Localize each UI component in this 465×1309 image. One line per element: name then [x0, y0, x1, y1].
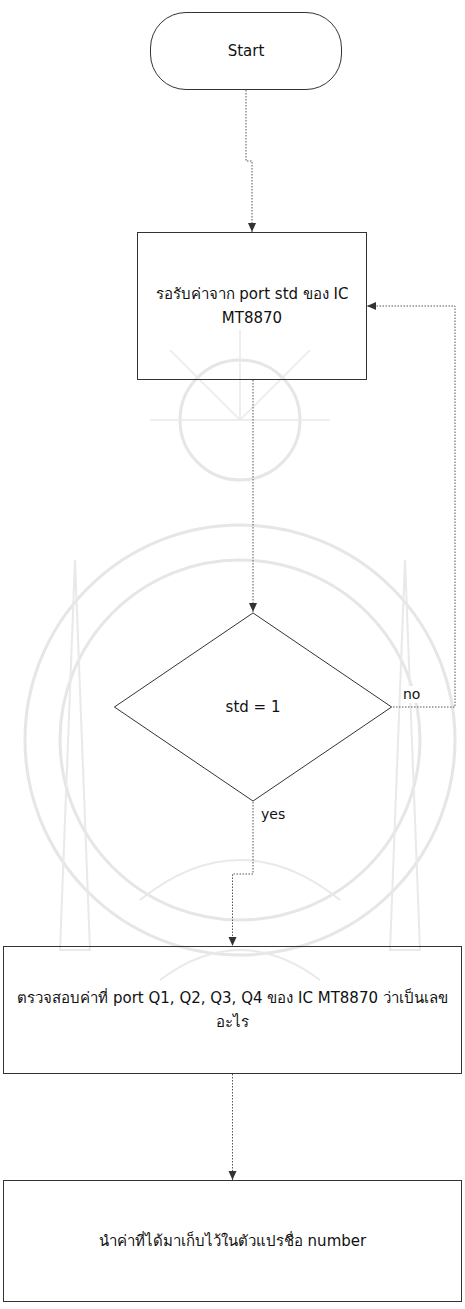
process-box: รอรับค่าจาก port std ของ IC MT8870 — [137, 232, 367, 380]
flow-connector — [253, 380, 254, 612]
node-text: รอรับค่าจาก port std ของ IC MT8870 — [138, 282, 366, 330]
decision-diamond: std = 1 — [113, 612, 393, 802]
node-text: ตรวจสอบค่าที่ port Q1, Q2, Q3, Q4 ของ IC… — [4, 986, 461, 1034]
edge-label: no — [401, 686, 422, 703]
process-box: ตรวจสอบค่าที่ port Q1, Q2, Q3, Q4 ของ IC… — [3, 946, 462, 1074]
node-text: นำค่าที่ได้มาเก็บไว้ในตัวแปรชื่อ number — [91, 1229, 374, 1253]
flow-connector — [232, 1074, 233, 1180]
flow-connector — [367, 306, 455, 707]
process-box: นำค่าที่ได้มาเก็บไว้ในตัวแปรชื่อ number — [3, 1180, 462, 1302]
flow-connector — [246, 90, 252, 232]
node-text: Start — [220, 39, 273, 63]
flow-connector — [233, 802, 254, 946]
terminal-start: Start — [150, 12, 342, 90]
edge-label: yes — [259, 806, 287, 823]
node-text: std = 1 — [218, 695, 289, 719]
